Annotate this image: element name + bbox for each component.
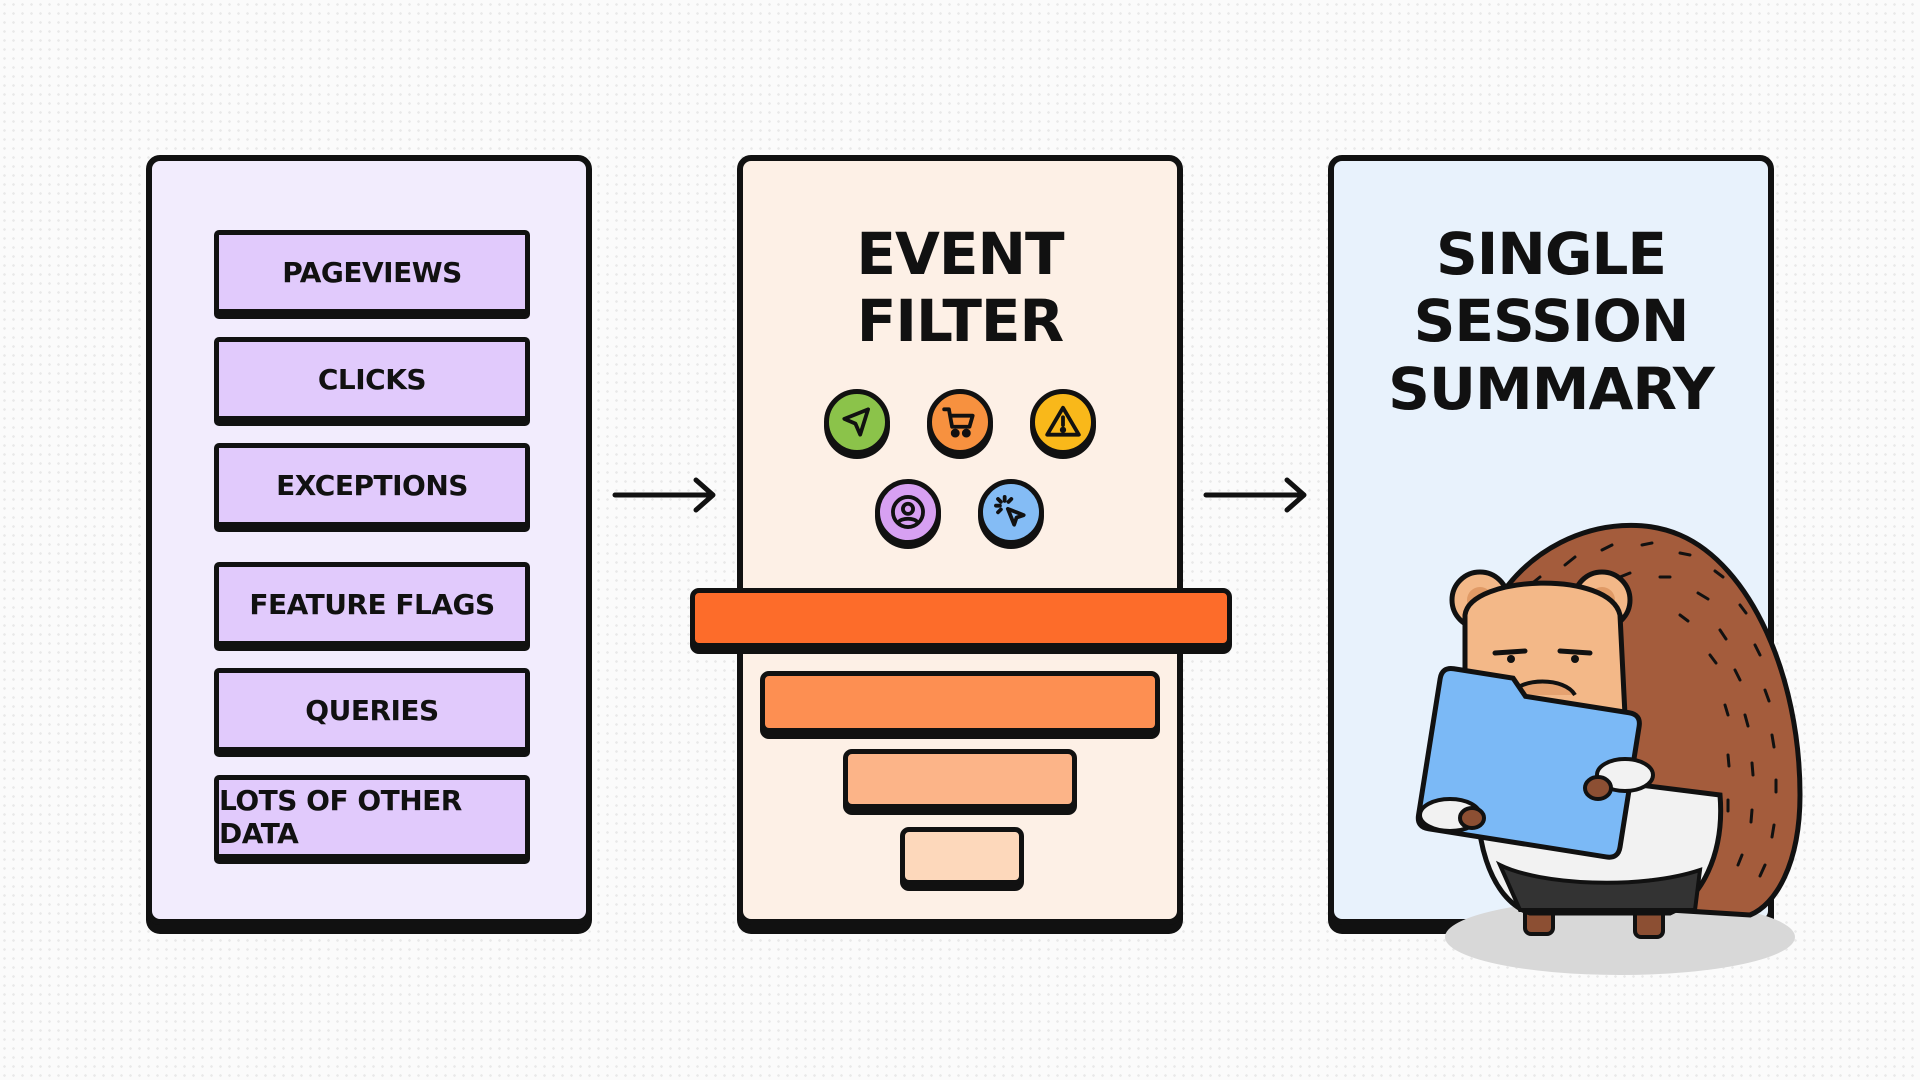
source-item-exceptions: EXCEPTIONS (214, 443, 530, 527)
flow-arrow-right-icon (612, 477, 716, 513)
shopping-cart-icon (927, 389, 993, 455)
source-item-clicks: CLICKS (214, 337, 530, 421)
data-sources-panel: PAGEVIEWS CLICKS EXCEPTIONS FEATURE FLAG… (146, 155, 592, 925)
hedgehog-mascot-illustration (1415, 522, 1803, 975)
funnel-bar-level-3 (843, 749, 1077, 809)
session-summary-title: SINGLE SESSION SUMMARY (1388, 220, 1715, 423)
source-item-pageviews: PAGEVIEWS (214, 230, 530, 314)
event-filter-title: EVENT FILTER (856, 220, 1064, 356)
event-filter-panel: EVENT FILTER (737, 155, 1183, 925)
source-item-other-data: LOTS OF OTHER DATA (214, 775, 530, 859)
user-circle-icon (875, 479, 941, 545)
funnel-bar-level-2 (760, 671, 1160, 733)
flow-arrow-right-icon (1203, 477, 1307, 513)
funnel-bar-level-4 (900, 827, 1024, 885)
funnel-bar-top (690, 588, 1232, 648)
source-item-queries: QUERIES (214, 668, 530, 752)
navigation-arrow-icon (824, 389, 890, 455)
warning-triangle-icon (1030, 389, 1096, 455)
cursor-click-icon (978, 479, 1044, 545)
source-item-feature-flags: FEATURE FLAGS (214, 562, 530, 646)
